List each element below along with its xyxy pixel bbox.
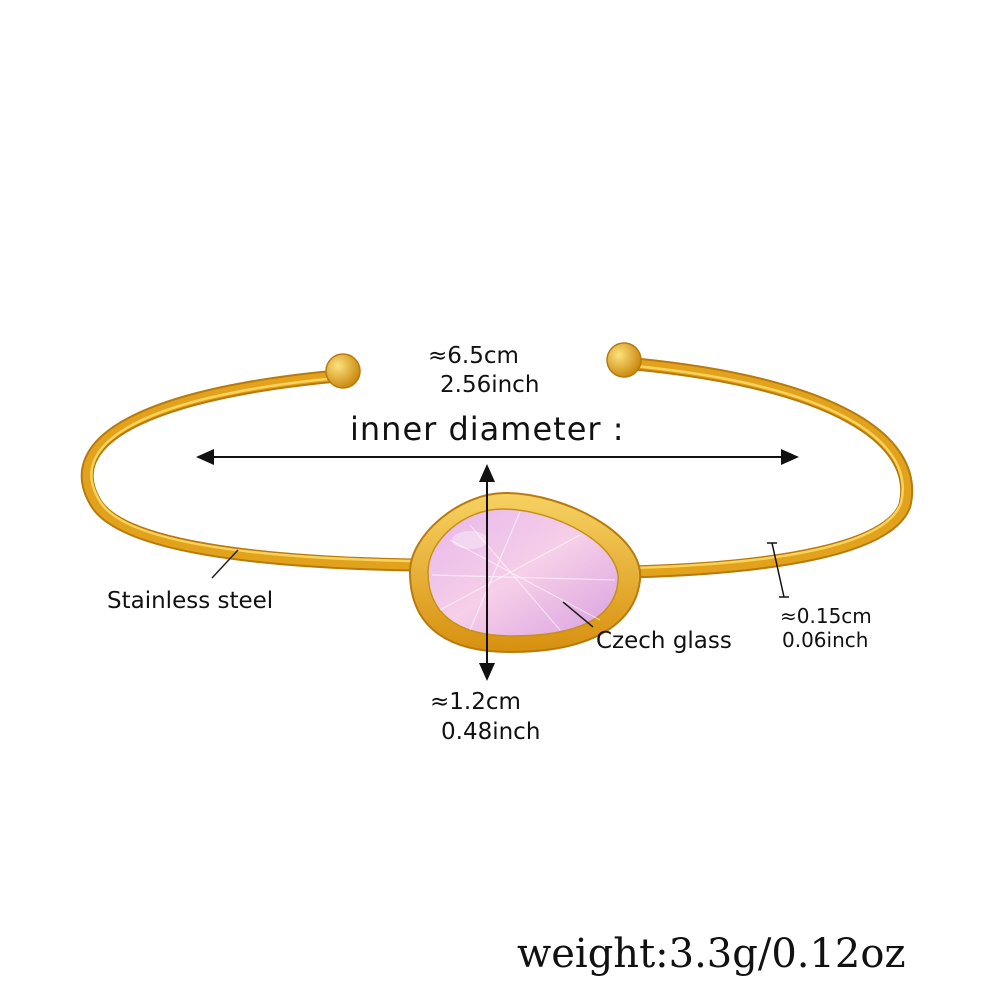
thickness-marker bbox=[767, 542, 789, 598]
end-ball-right bbox=[606, 342, 642, 378]
width-inch-label: 2.56inch bbox=[440, 372, 540, 398]
bangle-band bbox=[80, 356, 913, 579]
stone-cm-label: ≈1.2cm bbox=[430, 689, 521, 715]
teardrop-setting bbox=[408, 491, 642, 654]
steel-leader-line bbox=[211, 549, 239, 579]
inner-diameter-arrow bbox=[196, 449, 799, 465]
stone-inch-label: 0.48inch bbox=[441, 719, 541, 745]
czech-glass-label: Czech glass bbox=[596, 628, 732, 654]
glass-leader-line bbox=[562, 601, 594, 628]
thickness-cm-label: ≈0.15cm bbox=[780, 604, 872, 628]
weight-label: weight:3.3g/0.12oz bbox=[517, 931, 906, 977]
stone-height-arrow bbox=[479, 464, 495, 681]
thickness-inch-label: 0.06inch bbox=[782, 628, 869, 652]
end-ball-left bbox=[325, 353, 361, 389]
width-cm-label: ≈6.5cm bbox=[428, 343, 519, 369]
stainless-steel-label: Stainless steel bbox=[107, 588, 274, 614]
inner-diameter-label: inner diameter : bbox=[350, 410, 625, 448]
